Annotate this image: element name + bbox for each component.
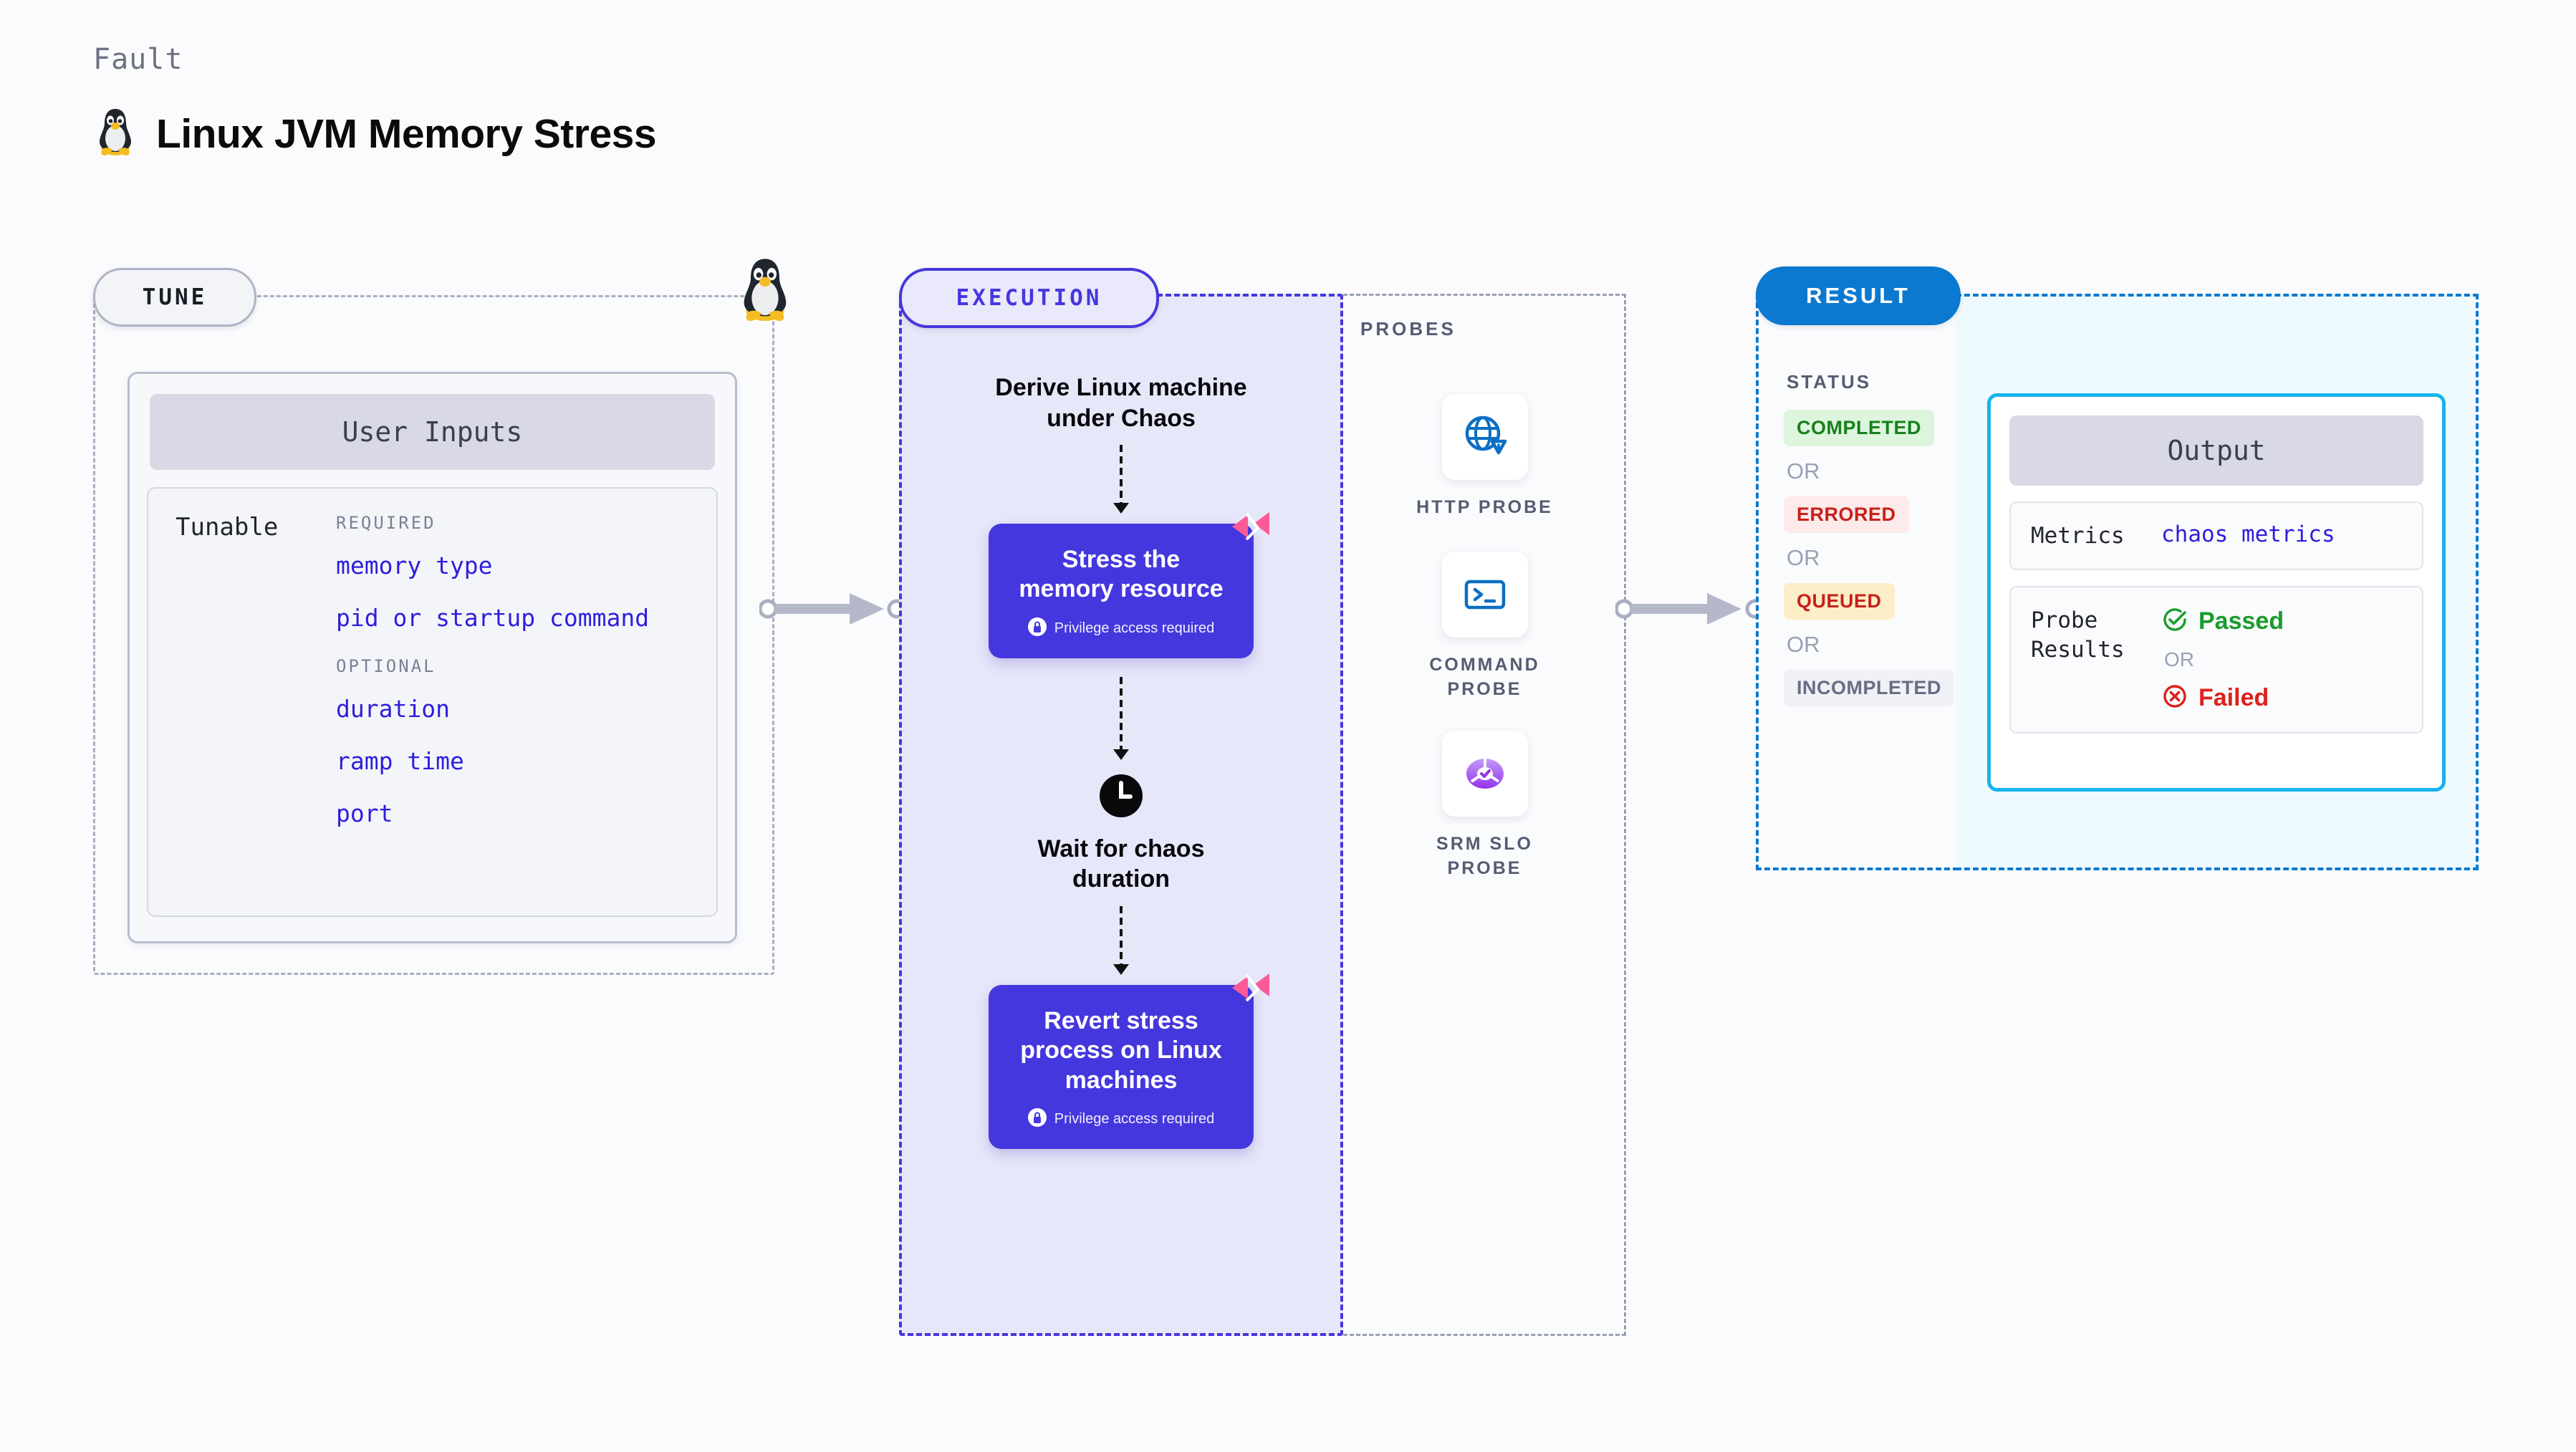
page-title-row: Linux JVM Memory Stress [93, 106, 657, 161]
page-title: Linux JVM Memory Stress [156, 110, 657, 157]
privilege-row: Privilege access required [1003, 617, 1239, 640]
metrics-value[interactable]: chaos metrics [2161, 521, 2335, 547]
lock-icon [1027, 1108, 1047, 1130]
check-circle-icon [2161, 606, 2188, 637]
user-inputs-title: User Inputs [150, 394, 715, 470]
litmus-chaos-icon [1229, 968, 1272, 1013]
linux-tux-corner-icon [734, 255, 796, 324]
status-title: STATUS [1787, 371, 1872, 393]
tune-stage-badge[interactable]: TUNE [93, 268, 256, 327]
flow-arrow-icon [1113, 676, 1129, 760]
verdict-passed: Passed [2161, 606, 2284, 637]
group-title-optional: OPTIONAL [336, 656, 436, 676]
slo-donut-check-icon [1441, 731, 1528, 817]
probe-label: COMMAND PROBE [1429, 655, 1540, 699]
status-badge-errored: ERRORED [1784, 496, 1909, 533]
tunable-item[interactable]: duration [336, 695, 450, 723]
litmus-chaos-icon [1229, 506, 1272, 552]
lock-icon [1027, 617, 1047, 640]
execution-card-title: Revert stress process on Linux machines [1020, 1006, 1222, 1094]
output-card: Output Metrics chaos metrics Probe Resul… [1987, 393, 2446, 792]
execution-card-title: Stress the memory resource [1019, 546, 1224, 603]
or-separator: OR [2164, 648, 2194, 671]
flow-arrow-icon [1113, 445, 1129, 514]
probe-label: HTTP PROBE [1416, 497, 1553, 517]
probe-command[interactable]: COMMAND PROBE [1343, 552, 1626, 702]
probe-verdicts: Passed OR Failed [2161, 606, 2284, 713]
passed-label: Passed [2198, 607, 2284, 635]
probe-results-label: Probe Results [2031, 607, 2125, 663]
flow-arrow-icon [1113, 905, 1129, 975]
globe-warning-icon [1441, 394, 1528, 480]
tunable-item[interactable]: pid or startup command [336, 604, 650, 632]
privilege-row: Privilege access required [1003, 1108, 1239, 1130]
tunable-label: Tunable [176, 513, 279, 542]
execution-stage-badge[interactable]: EXECUTION [899, 268, 1159, 328]
status-badge-queued: QUEUED [1784, 583, 1895, 620]
connector-execution-to-result [1614, 587, 1766, 634]
failed-label: Failed [2198, 684, 2269, 712]
probe-label: SRM SLO PROBE [1436, 834, 1533, 878]
execution-step-revert-card[interactable]: Revert stress process on Linux machines … [989, 973, 1269, 1150]
status-list: COMPLETED OR ERRORED OR QUEUED OR INCOMP… [1784, 410, 1963, 706]
tunable-item[interactable]: port [336, 799, 393, 827]
tunable-item[interactable]: memory type [336, 552, 493, 580]
result-stage-badge[interactable]: RESULT [1756, 266, 1961, 325]
terminal-icon [1441, 552, 1528, 638]
group-title-required: REQUIRED [336, 513, 436, 533]
output-metrics-row: Metrics chaos metrics [2009, 501, 2423, 571]
page-header: Fault Linux JVM Memory Stress [93, 43, 657, 161]
or-separator: OR [1787, 545, 1820, 570]
user-inputs-card: User Inputs Tunable REQUIRED memory type… [128, 372, 737, 943]
or-separator: OR [1787, 632, 1820, 657]
execution-step-derive: Derive Linux machine under Chaos [995, 374, 1247, 432]
output-title: Output [2009, 415, 2423, 486]
x-circle-icon [2161, 683, 2188, 713]
or-separator: OR [1787, 458, 1820, 484]
clock-icon [1098, 773, 1144, 822]
execution-flow: Derive Linux machine under Chaos Stress … [899, 372, 1343, 1150]
probe-srm-slo[interactable]: SRM SLO PROBE [1343, 731, 1626, 881]
metrics-label: Metrics [2031, 523, 2125, 549]
tunable-group-required: REQUIRED memory type pid or startup comm… [336, 513, 716, 632]
tunable-groups: REQUIRED memory type pid or startup comm… [336, 513, 716, 915]
tunable-box: Tunable REQUIRED memory type pid or star… [147, 487, 718, 917]
execution-step-stress-card[interactable]: Stress the memory resource Privilege acc… [989, 512, 1269, 658]
privilege-text: Privilege access required [1054, 1111, 1215, 1128]
linux-tux-icon [93, 106, 138, 161]
privilege-text: Privilege access required [1054, 620, 1215, 636]
verdict-failed: Failed [2161, 683, 2284, 713]
output-probe-results-row: Probe Results Passed OR [2009, 586, 2423, 734]
tunable-group-optional: OPTIONAL duration ramp time port [336, 656, 716, 827]
status-badge-incompleted: INCOMPLETED [1784, 670, 1955, 706]
execution-step-wait: Wait for chaos duration [1037, 835, 1205, 893]
connector-tune-to-execution [758, 587, 907, 634]
probes-title: PROBES [1360, 318, 1456, 340]
probe-http[interactable]: HTTP PROBE [1343, 394, 1626, 520]
fault-eyebrow-label: Fault [93, 43, 183, 76]
tunable-item[interactable]: ramp time [336, 747, 464, 775]
status-badge-completed: COMPLETED [1784, 410, 1935, 446]
